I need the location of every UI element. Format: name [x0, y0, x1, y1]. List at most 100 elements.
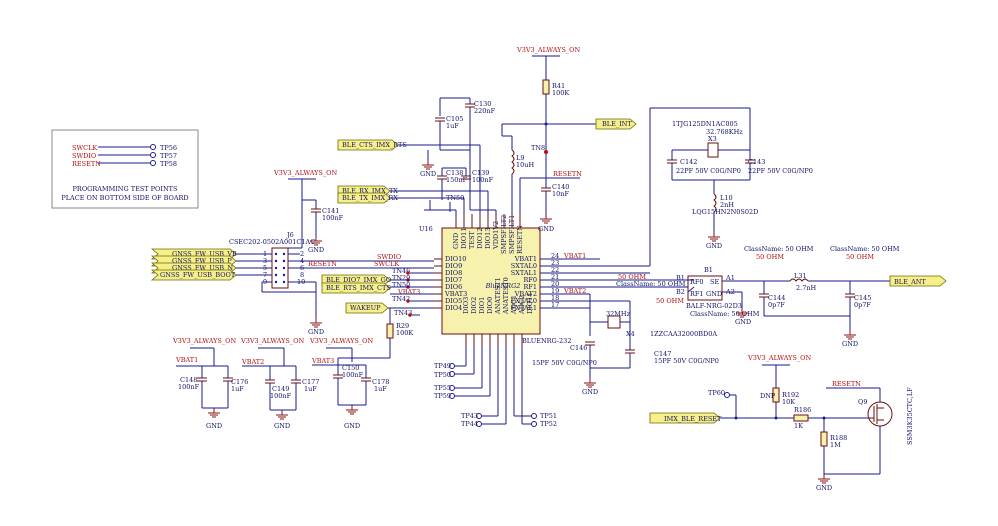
tp49-label: TP49: [434, 362, 451, 370]
u16-pin-fxtal0: FXTAL0: [511, 297, 537, 305]
gnss-usb-boot-label: GNSS_FW_USB_BOOT: [160, 271, 236, 279]
c146-ref: C146: [570, 344, 587, 352]
x3-ref: X3: [708, 135, 717, 143]
tn29-label: TN29: [392, 274, 410, 282]
b1-pnum-a1: A1: [725, 274, 735, 282]
tp50-label: TP50: [434, 371, 451, 379]
tp43-label: TP43: [461, 412, 478, 420]
c176-ref: C176: [231, 378, 248, 386]
ble-rts-port: [321, 282, 391, 294]
x4-crystal: 32MHz X4 1ZZCAA32000BD0A GND C146 15PF 5…: [532, 294, 719, 396]
ble-dio7-label: BLE_DIO7_IMX_GO: [326, 276, 391, 284]
ble-ant-port: [889, 275, 947, 287]
c148-ref: C148: [180, 376, 197, 384]
c145-ref: C145: [854, 294, 871, 302]
programming-note-box: SWCLK SWDIO RESETN TP56 TP57 TP58 PROGRA…: [51, 129, 199, 209]
u16-pin-gnd: GND: [452, 233, 460, 249]
u16-pin-vbat2: VBAT2: [514, 290, 537, 298]
q9-val: SSM3K35CTC,LF: [906, 387, 914, 445]
ble-cts-port: [337, 139, 399, 151]
u16-pnum-24: 24: [551, 252, 559, 260]
u16-pnum-22: 22: [551, 266, 559, 274]
u16-pin-rf0: RF0: [523, 276, 537, 284]
v3v3-label-reset: V3V3_ALWAYS_ON: [747, 354, 811, 362]
u16-pin-vbat3: VBAT3: [444, 290, 467, 298]
imx-ble-reset-label: IMX_BLE_RESET: [664, 415, 722, 423]
cls50-b1: ClassName: 50 OHM: [690, 310, 760, 318]
v3v3-label-top: V3V3_ALWAYS_ON: [516, 46, 580, 54]
c105-ref: C105: [446, 115, 463, 123]
u16-pin-dio3: DIO3: [462, 297, 470, 314]
imx-ble-reset-port: [649, 412, 721, 424]
c130-ref: C130: [474, 100, 491, 108]
note-line2: PLACE ON BOTTOM SIDE OF BOARD: [61, 194, 188, 202]
u16-pnum-17: 17: [551, 301, 559, 309]
r192-val: 10K: [782, 398, 795, 406]
ble-cts-label: BLE_CTS_IMX_RTS: [342, 141, 407, 149]
c139-val: 100nF: [472, 176, 494, 184]
c150-val: 100nF: [342, 371, 364, 379]
gnd-label-c145: GND: [842, 340, 858, 348]
l9-ref: L9: [516, 154, 524, 162]
tp51-label: TP51: [540, 412, 557, 420]
c145-val: 0p7F: [854, 301, 871, 309]
c149-ref: C149: [272, 385, 289, 393]
u16-pin-dio7: DIO7: [445, 276, 462, 284]
vbat3-label-left: VBAT3: [311, 357, 334, 365]
c144-ref: C144: [768, 294, 785, 302]
u16-pin-dio8: DIO8: [445, 269, 462, 277]
resetn-q9-label: RESETN: [832, 380, 861, 388]
u16-pin-dio0: DIO0: [486, 297, 494, 314]
gnd-label-g1: GND: [206, 422, 222, 430]
x4-val: 1ZZCAA32000BD0A: [650, 330, 717, 338]
c177-val: 1uF: [304, 385, 317, 393]
u16-pin-dio14: DIO14: [526, 293, 534, 314]
vbat2-label-left: VBAT2: [241, 358, 264, 366]
u16-pin-dio1: DIO1: [478, 297, 486, 314]
u16-pnum-20: 20: [551, 280, 559, 288]
r41-ref: R41: [552, 82, 565, 90]
resetn-top-label: RESETN: [553, 170, 582, 178]
u16-pin-dio9: DIO9: [445, 262, 462, 270]
u16-pnum-19: 19: [551, 287, 559, 295]
c144-val: 0p7F: [768, 301, 785, 309]
x4-ref: X4: [626, 330, 635, 338]
r188-val: 1M: [830, 441, 841, 449]
x3-val: 1TJG125DN1AC005: [672, 120, 738, 128]
q9-ref: Q9: [858, 398, 867, 406]
note-tp56: TP56: [160, 144, 177, 152]
gnd-label-b1: GND: [735, 318, 751, 326]
c147-val: 15PF 50V C0G/NP0: [654, 357, 719, 365]
l31-ref: L31: [794, 272, 807, 280]
b1-pin-rf1: RF1: [690, 290, 704, 298]
c146-val: 15PF 50V C0G/NP0: [532, 359, 597, 367]
ble-tx-label: BLE_TX_IMX_RX: [342, 194, 398, 202]
u16-pin-adc2: ADC2: [518, 295, 526, 315]
c138-val: 150nF: [446, 176, 468, 184]
ble-ant-label: BLE_ANT: [894, 278, 926, 286]
c105-val: 1uF: [446, 122, 459, 130]
c149-val: 100nF: [270, 392, 292, 400]
c140-ref: C140: [552, 183, 569, 191]
u16-pin-dio13: DIO13: [484, 228, 492, 249]
note-signal-resetn: RESETN: [72, 160, 101, 168]
top-decoupling: V3V3_ALWAYS_ON R41 100K BLE_INT C130 220…: [273, 46, 637, 254]
u16-pin-dio4: DIO4: [445, 304, 462, 312]
note-tp58: TP58: [160, 160, 177, 168]
cls50-right: ClassName: 50 OHM: [830, 245, 900, 253]
c143-val: 22PF 50V C0G/NP0: [748, 167, 813, 175]
gnd-label-c141: GND: [308, 246, 324, 254]
c141-ref: C141: [322, 207, 339, 215]
c140-val: 10nF: [552, 190, 569, 198]
swclk-label: SWCLK: [374, 260, 399, 268]
note-signal-swclk: SWCLK: [72, 144, 97, 152]
u16-bluenrg2: U16 BlueNRG2 BLUENRG-232 DIO10 DIO9 DIO8…: [419, 214, 694, 346]
vbat3-pin-label: VBAT3: [397, 288, 420, 296]
u16-pin-smpsfilt1: SMPSFILT1: [508, 215, 516, 254]
x4-freq: 32MHz: [606, 310, 631, 318]
l10-val: 2nH: [720, 201, 734, 209]
r192-ref: R192: [782, 391, 799, 399]
tp52-label: TP52: [540, 420, 557, 428]
u16-right-pins: VBAT1 SXTAL0 SXTAL1 RF0 RF1 VBAT2 FXTAL0…: [511, 252, 694, 312]
